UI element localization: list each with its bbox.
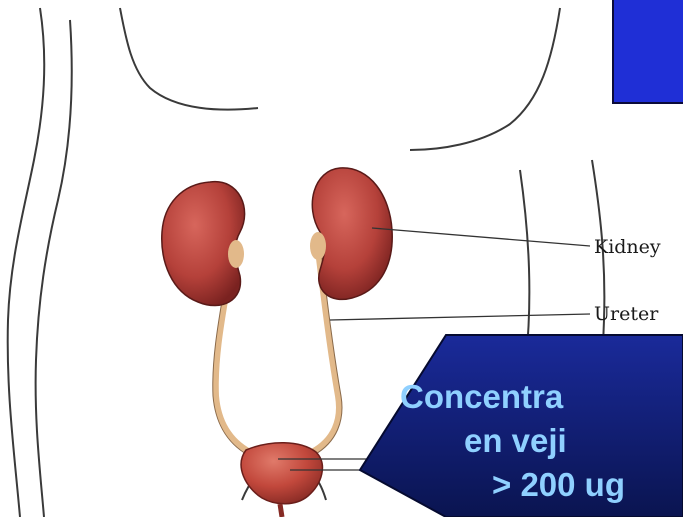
callout-line-2: en veji <box>400 419 683 463</box>
kidney-hilum <box>228 232 326 268</box>
callout-line-1: Concentra <box>400 375 683 419</box>
urethra <box>280 504 282 517</box>
kidney-label: Kidney <box>594 236 661 258</box>
title-box <box>612 0 683 104</box>
bladder <box>241 443 322 504</box>
callout-text: Concentra en veji > 200 ug <box>400 375 683 507</box>
right-kidney <box>312 168 392 299</box>
callout-line-3: > 200 ug <box>400 463 683 507</box>
ureter-label: Ureter <box>594 303 658 325</box>
